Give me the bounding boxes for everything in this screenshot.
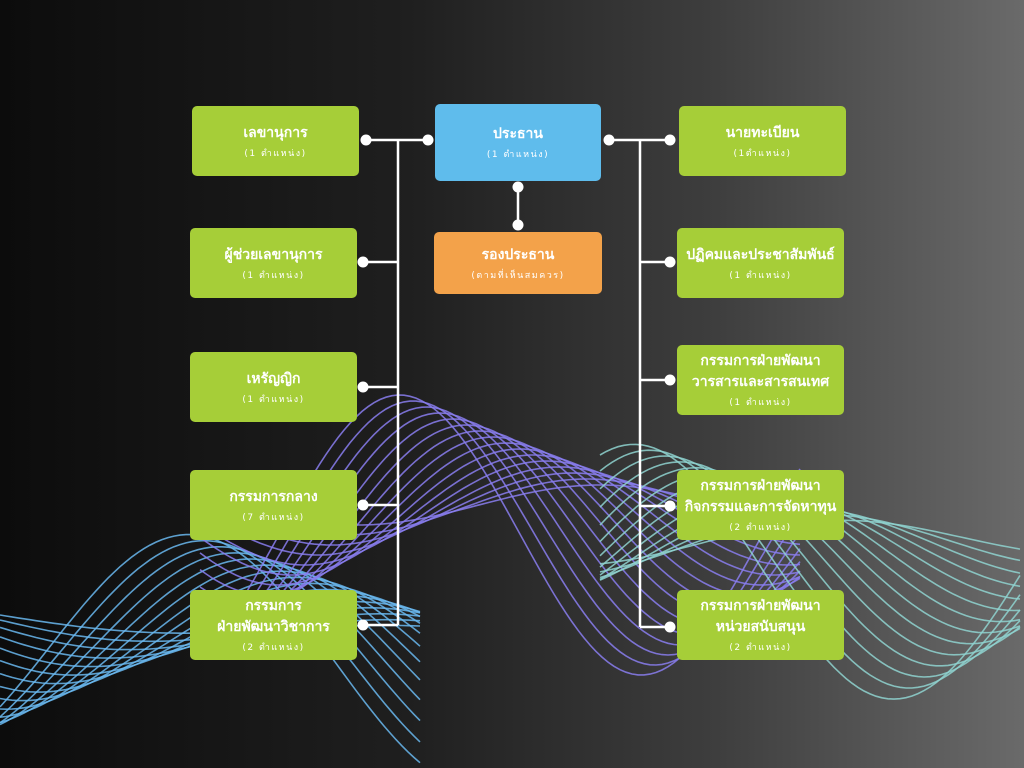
node-academic-committee: กรรมการ ฝ่ายพัฒนาวิชาการ (2 ตำแหน่ง) (190, 590, 357, 660)
connector-dot (664, 134, 676, 146)
connector-dot (357, 499, 369, 511)
node-assistant-secretary-title: ผู้ช่วยเลขานุการ (224, 246, 323, 263)
node-secretary: เลขานุการ (1 ตำแหน่ง) (192, 106, 359, 176)
node-chair-title: ประธาน (493, 126, 543, 142)
node-public-relations: ปฏิคมและประชาสัมพันธ์ (1 ตำแหน่ง) (677, 228, 844, 298)
node-treasurer: เหรัญญิก (1 ตำแหน่ง) (190, 352, 357, 422)
node-registrar: นายทะเบียน (1ตำแหน่ง) (679, 106, 846, 176)
node-support-committee-sub: (2 ตำแหน่ง) (729, 643, 792, 653)
node-central-committee: กรรมการกลาง (7 ตำแหน่ง) (190, 470, 357, 540)
connector-dot (357, 619, 369, 631)
node-journal-committee-title: กรรมการฝ่ายพัฒนา วารสารและสารสนเทศ (691, 353, 830, 390)
connector-dot (664, 500, 676, 512)
connector-dot (357, 256, 369, 268)
node-chair: ประธาน (1 ตำแหน่ง) (435, 104, 601, 181)
wave-line (599, 466, 1021, 656)
node-assistant-secretary: ผู้ช่วยเลขานุการ (1 ตำแหน่ง) (190, 228, 357, 298)
node-academic-committee-sub: (2 ตำแหน่ง) (242, 643, 305, 653)
wave-line (199, 448, 801, 586)
connector-dot (512, 219, 524, 231)
node-vice-chair-title: รองประธาน (481, 246, 555, 263)
node-journal-committee: กรรมการฝ่ายพัฒนา วารสารและสารสนเทศ (1 ตำ… (677, 345, 844, 415)
wave-line (599, 461, 1021, 667)
node-vice-chair-sub: (ตามที่เห็นสมควร) (471, 270, 565, 281)
node-support-committee: กรรมการฝ่ายพัฒนา หน่วยสนับสนุน (2 ตำแหน่… (677, 590, 844, 660)
node-public-relations-sub: (1 ตำแหน่ง) (729, 270, 792, 281)
connector-dot (512, 181, 524, 193)
node-fundraising-committee-sub: (2 ตำแหน่ง) (729, 523, 792, 533)
node-support-committee-title: กรรมการฝ่ายพัฒนา หน่วยสนับสนุน (700, 598, 821, 635)
node-chair-sub: (1 ตำแหน่ง) (486, 150, 550, 160)
node-vice-chair: รองประธาน (ตามที่เห็นสมควร) (434, 232, 602, 294)
node-assistant-secretary-sub: (1 ตำแหน่ง) (242, 270, 305, 281)
node-public-relations-title: ปฏิคมและประชาสัมพันธ์ (686, 246, 835, 263)
node-central-committee-title: กรรมการกลาง (229, 488, 318, 505)
node-treasurer-sub: (1 ตำแหน่ง) (242, 394, 305, 405)
node-central-committee-sub: (7 ตำแหน่ง) (242, 512, 305, 523)
connector-dot (360, 134, 372, 146)
node-secretary-sub: (1 ตำแหน่ง) (244, 148, 307, 159)
connector-dot (422, 134, 434, 146)
node-registrar-title: นายทะเบียน (725, 124, 800, 141)
node-journal-committee-sub: (1 ตำแหน่ง) (729, 398, 792, 408)
connector-dot (664, 621, 676, 633)
node-academic-committee-title: กรรมการ ฝ่ายพัฒนาวิชาการ (217, 598, 330, 635)
node-treasurer-title: เหรัญญิก (246, 370, 301, 387)
connector-dot (603, 134, 615, 146)
node-fundraising-committee-title: กรรมการฝ่ายพัฒนา กิจกรรมและการจัดหาทุน (684, 478, 837, 515)
connector-dot (357, 381, 369, 393)
node-registrar-sub: (1ตำแหน่ง) (733, 148, 792, 159)
connector-dot (664, 256, 676, 268)
node-secretary-title: เลขานุการ (243, 124, 308, 141)
connector-dot (664, 374, 676, 386)
node-fundraising-committee: กรรมการฝ่ายพัฒนา กิจกรรมและการจัดหาทุน (… (677, 470, 844, 540)
